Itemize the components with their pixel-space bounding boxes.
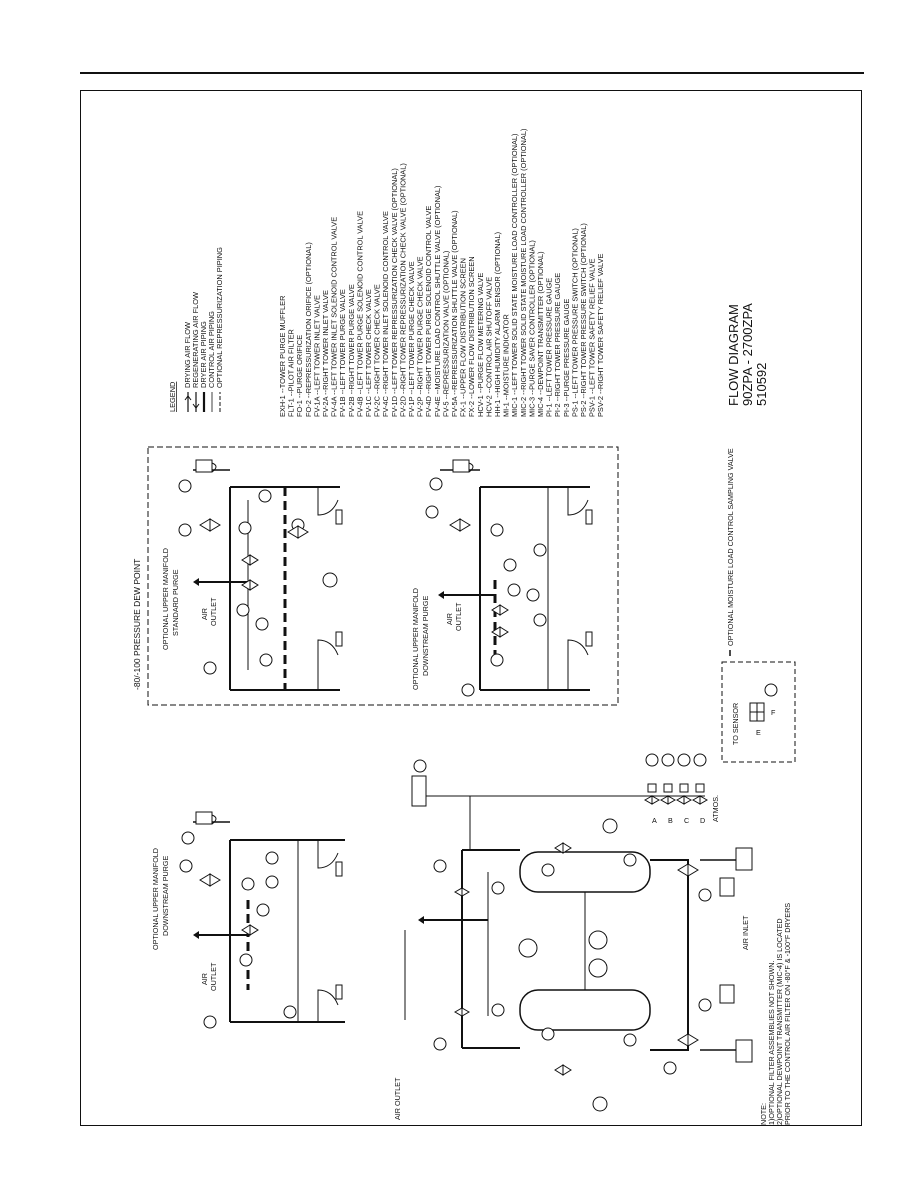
legend-item: FO-2 --REPRESSURIZATION ORIFICE (OPTIONA… [304,242,313,417]
atmos-valve-bank: A B C D ATMOS. [640,753,720,825]
air-outlet-main-label: AIR OUTLET [393,1077,402,1120]
note-line: PRIOR TO THE CONTROL AIR FILTER ON -80°F… [783,903,792,1125]
title-block: FLOW DIAGRAM 90ZPA - 2700ZPA 510592 [726,303,769,406]
legend-item: FV-2P --RIGHT TOWER PURGE CHECK VALVE [416,256,425,417]
legend-item: PSV-2 --RIGHT TOWER SAFETY RELIEF VALVE [596,253,605,417]
legend-item: FV-4A --LEFT TOWER INLET SOLENOID CONTRO… [330,217,339,417]
legend-line-types: DRYING AIR FLOW REGENERATING AIR FLOW DR… [183,247,224,412]
manifold-downstream-title2: DOWNSTREAM PURGE [421,596,430,676]
legend-item: FO-1 --PURGE ORIFICE [295,335,304,417]
valve-letter: A [652,816,657,825]
legend-item: FLT-1 --PILOT AIR FILTER [287,329,296,417]
left-tower [519,989,651,1031]
legend-item: FV-1P --LEFT TOWER PURGE CHECK VALVE [407,261,416,417]
drawing-code: 510592 [754,363,769,406]
dew-point-label: -80/-100 PRESSURE DEW POINT [132,559,142,690]
legend-item: PI-3 --PURGE PRESSURE GAUGE [562,299,571,417]
legend-item: FV-5A --REPRESSURIZATION SHUTTLE VALVE (… [450,210,459,417]
legend-item: FV-1C --LEFT TOWER CHECK VALVE [364,289,373,417]
legend-item: FV-4E --MOISTURE LOAD CONTROL SHUTTLE VA… [433,186,442,417]
air-outlet-label: OUTLET [209,597,218,626]
pressure-gauge-icon [588,958,608,978]
legend-item: MIC-4 --DEWPOINT TRANSMITTER (OPTIONAL) [536,251,545,417]
legend-item: FX-1 --UPPER FLOW DISTRIBUTION SCREEN [459,258,468,417]
manifold-downstream-title1: OPTIONAL UPPER MANIFOLD [411,588,420,690]
legend-item: FV-4D --RIGHT TOWER PURGE SOLENOID CONTR… [424,206,433,417]
legend-item: FV-1B --LEFT TOWER PURGE VALVE [338,289,347,417]
notes: NOTE: 1)OPTIONAL FILTER ASSEMBLIES NOT S… [759,903,792,1125]
valve-letter: B [668,816,673,825]
note-title: NOTE: [759,1103,768,1125]
legend-item: HCV-2 --CONTROL AIR SHUTOFF VALVE [484,277,493,417]
manifold-standard-title1: OPTIONAL UPPER MANIFOLD [161,548,170,650]
air-outlet-label: AIR [200,973,209,985]
dew-point-box [147,446,619,706]
manifold-standard-title2: STANDARD PURGE [171,569,180,636]
title-flow-diagram: FLOW DIAGRAM [726,304,741,406]
legend-line-type: DRYING AIR FLOW [183,322,192,388]
sensor-f-label: F [771,708,776,717]
legend-item: FV-2A --RIGHT TOWER INLET VALVE [321,290,330,417]
legend-item: FX-2 --LOWER FLOW DISTRIBUTION SCREEN [467,256,476,417]
legend-item: MIC-2 --RIGHT TOWER SOLID STATE MOISTURE… [519,129,528,417]
valve-letter: C [684,816,689,825]
legend-item: HCV-1 --PURGE FLOW METERING VALVE [476,273,485,417]
atmos-label: ATMOS. [711,795,720,822]
legend-item: FV-5 --REPRESSURIZATION VALVE (OPTIONAL) [441,251,450,417]
legend-item: MI-1 --MOISTURE INDICATOR [502,314,511,417]
legend-item: MIC-3 --PURGE SAVER CONTROLLER (OPTIONAL… [527,240,536,417]
to-sensor-label: TO SENSOR [731,703,740,745]
drawing-number: 90ZPA - 2700ZPA [740,303,755,406]
manifold-downstream-purge-c: OPTIONAL UPPER MANIFOLD DOWNSTREAM PURGE… [151,811,345,1029]
legend-item: FV-1A --LEFT TOWER INLET VALVE [312,295,321,417]
note-line: 1)OPTIONAL FILTER ASSEMBLIES NOT SHOWN. [767,961,776,1125]
sensor-valve [749,683,778,722]
manifold-left-title2: DOWNSTREAM PURGE [161,856,170,936]
legend-item: PS-2 --RIGHT TOWER PRESSURE SWITCH (OPTI… [579,223,588,417]
legend-item: FV-2B --RIGHT TOWER PURGE VALVE [347,284,356,417]
legend-item: FV-4C --RIGHT TOWER INLET SOLENOID CONTR… [381,211,390,417]
legend-item: PI-1 --LEFT TOWER PRESSURE GAUGE [545,278,554,417]
legend-line-type: OPTIONAL REPRESSURIZATION PIPING [215,247,224,388]
legend-item: FV-2D --RIGHT TOWER REPRESSURIZATION CHE… [398,163,407,417]
legend-item: PI-2 --RIGHT TOWER PRESSURE GAUGE [553,273,562,417]
pressure-gauge-icon [588,930,608,950]
legend: LEGEND DRYING AIR FLOW REGENERATING AIR … [168,129,605,417]
manifold-left-title1: OPTIONAL UPPER MANIFOLD [151,848,160,950]
drawing-frame [80,90,862,1126]
legend-item: FV-1D --LEFT TOWER REPRESSURIZATION CHEC… [390,168,399,417]
manifold-standard-purge: OPTIONAL UPPER MANIFOLD STANDARD PURGE A… [161,459,343,691]
air-outlet-label: OUTLET [209,962,218,991]
main-dryer-schematic: A B C D ATMOS. AIR INLET [393,753,753,1120]
sensor-e-label: E [756,728,761,737]
to-sensor-box: TO SENSOR E F [721,661,796,763]
header-rule [80,72,864,74]
air-inlet-label: AIR INLET [741,915,750,950]
legend-line-type: DRYER AIR PIPING [199,321,208,388]
valve-letter: D [700,816,705,825]
sampling-note-text: OPTIONAL MOISTURE LOAD CONTROL SAMPLING … [726,448,735,646]
air-outlet-label: AIR [200,608,209,620]
pressure-gauge-icon [518,938,538,958]
air-outlet-label: AIR [445,613,454,625]
legend-item: PSV-1 --LEFT TOWER SAFETY RELIEF VALVE [588,258,597,417]
legend-line-type: CONTROL AIR PIPING [207,311,216,388]
legend-item: HH-1 --HIGH HUMIDITY ALARM SENSOR (OPTIO… [493,232,502,417]
legend-item: MIC-1 --LEFT TOWER SOLID STATE MOISTURE … [510,134,519,417]
legend-item: FV-4B --LEFT TOWER PURGE SOLENOID CONTRO… [355,211,364,417]
legend-item: EXH-1 --TOWER PURGE MUFFLER [278,296,287,417]
air-outlet-label: OUTLET [454,602,463,631]
note-line: 2)OPTIONAL DEWPOINT TRANSMITTER (MIC-4) … [775,918,784,1125]
legend-item: PS-1 --LEFT TOWER PRESSURE SWITCH (OPTIO… [570,228,579,417]
legend-item: FV-2C --RIGHT TOWER CHECK VALVE [373,284,382,417]
manifold-downstream-purge-b: OPTIONAL UPPER MANIFOLD DOWNSTREAM PURGE… [411,459,593,697]
legend-title: LEGEND [168,382,177,412]
legend-line-type: REGENERATING AIR FLOW [191,292,200,388]
sampling-note: OPTIONAL MOISTURE LOAD CONTROL SAMPLING … [726,448,735,656]
